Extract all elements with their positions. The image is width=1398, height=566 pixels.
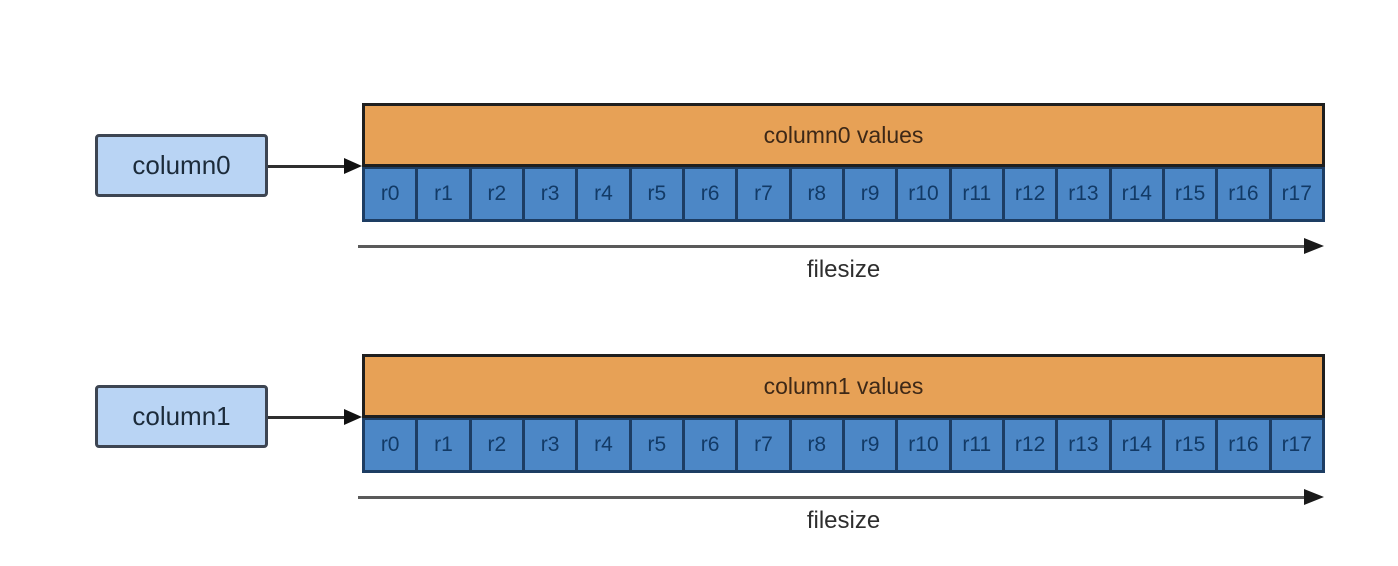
record-cell: r17 [1268,169,1322,219]
record-cell: r16 [1215,169,1269,219]
column1-filesize-arrow [358,489,1326,506]
record-cell: r9 [841,420,896,470]
record-cell: r8 [788,169,842,219]
arrow-line [268,165,346,168]
record-cell: r10 [895,420,949,470]
record-cell: r1 [415,169,469,219]
record-cell: r7 [735,169,789,219]
column1-filesize-label: filesize [806,507,881,534]
column0-filesize-arrow [358,238,1326,255]
arrow-head-icon [1304,489,1324,505]
column0-label: column0 [132,150,231,180]
record-cell: r2 [468,169,522,219]
column1-label: column1 [132,401,231,431]
column0-values-title: column0 values [763,121,924,148]
record-cell: r13 [1055,420,1109,470]
arrow-head-icon [344,158,362,174]
record-cell: r5 [628,420,682,470]
record-cell: r7 [735,420,789,470]
record-cell: r15 [1161,420,1216,470]
column1-pointer-arrow [268,409,364,426]
record-cell: r4 [575,169,629,219]
record-cell: r8 [788,420,842,470]
record-cell: r9 [841,169,896,219]
record-cell: r1 [415,420,469,470]
column1-label-box: column1 [95,385,268,448]
column0-filesize-label: filesize [806,256,881,283]
record-cell: r11 [948,169,1002,219]
record-cell: r16 [1215,420,1269,470]
arrow-head-icon [344,409,362,425]
record-cell: r2 [468,420,522,470]
record-cell: r0 [365,420,416,470]
column0-pointer-arrow [268,158,364,175]
record-cell: r5 [628,169,682,219]
record-cell: r0 [365,169,416,219]
record-cell: r14 [1108,420,1162,470]
column0-values-header: column0 values [362,103,1325,167]
record-cell: r13 [1055,169,1109,219]
record-cell: r17 [1268,420,1322,470]
column0-label-box: column0 [95,134,268,197]
record-cell: r12 [1001,169,1056,219]
record-cell: r10 [895,169,949,219]
record-cell: r3 [521,169,576,219]
record-cell: r12 [1001,420,1056,470]
record-cell: r11 [948,420,1002,470]
arrow-line [358,496,1306,499]
column1-values-header: column1 values [362,354,1325,418]
record-cell: r14 [1108,169,1162,219]
record-cell: r15 [1161,169,1216,219]
record-cell: r3 [521,420,576,470]
arrow-head-icon [1304,238,1324,254]
arrow-line [358,245,1306,248]
record-cell: r6 [681,169,736,219]
arrow-line [268,416,346,419]
record-cell: r4 [575,420,629,470]
record-cell: r6 [681,420,736,470]
column1-values-title: column1 values [763,372,924,399]
